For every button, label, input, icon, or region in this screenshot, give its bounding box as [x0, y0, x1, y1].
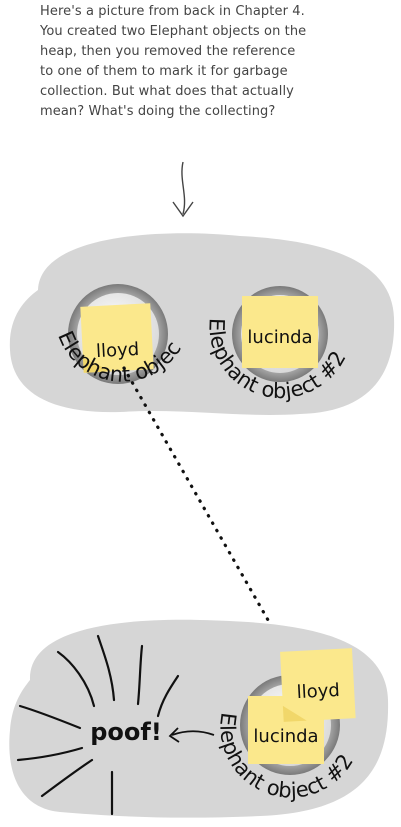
sticky-note-label: lloyd — [96, 339, 140, 362]
poof-burst-icon — [16, 634, 180, 816]
elephant-object-2-after: lucinda lloyd Elephant object #2 — [215, 648, 358, 803]
elephant-object-2: lucinda Elephant object #2 — [204, 286, 351, 403]
annotation-line: collection. But what does that actually — [40, 84, 294, 99]
sticky-note-lloyd: lloyd — [80, 303, 154, 373]
sticky-note-label: lucinda — [247, 327, 312, 348]
down-arrow-icon — [172, 161, 194, 218]
annotation-line: Here's a picture from back in Chapter 4. — [40, 4, 305, 19]
heap-before — [9, 233, 395, 415]
annotation-line: You created two Elephant objects on the — [40, 24, 307, 39]
annotation-text: Here's a picture from back in Chapter 4.… — [40, 2, 380, 122]
poof-label: poof! — [90, 718, 162, 746]
sticky-note-lloyd: lloyd — [280, 648, 356, 722]
sticky-note-lucinda: lucinda — [242, 296, 318, 368]
annotation-line: mean? What's doing the collecting? — [40, 104, 276, 119]
annotation-line: heap, then you removed the reference — [40, 44, 296, 59]
back-arrow-icon — [171, 730, 215, 736]
dotted-arrow-icon — [122, 366, 296, 669]
sticky-note-label: lucinda — [253, 726, 318, 747]
annotation-line: to one of them to mark it for garbage — [40, 64, 288, 79]
sticky-note-label: lloyd — [296, 680, 340, 703]
